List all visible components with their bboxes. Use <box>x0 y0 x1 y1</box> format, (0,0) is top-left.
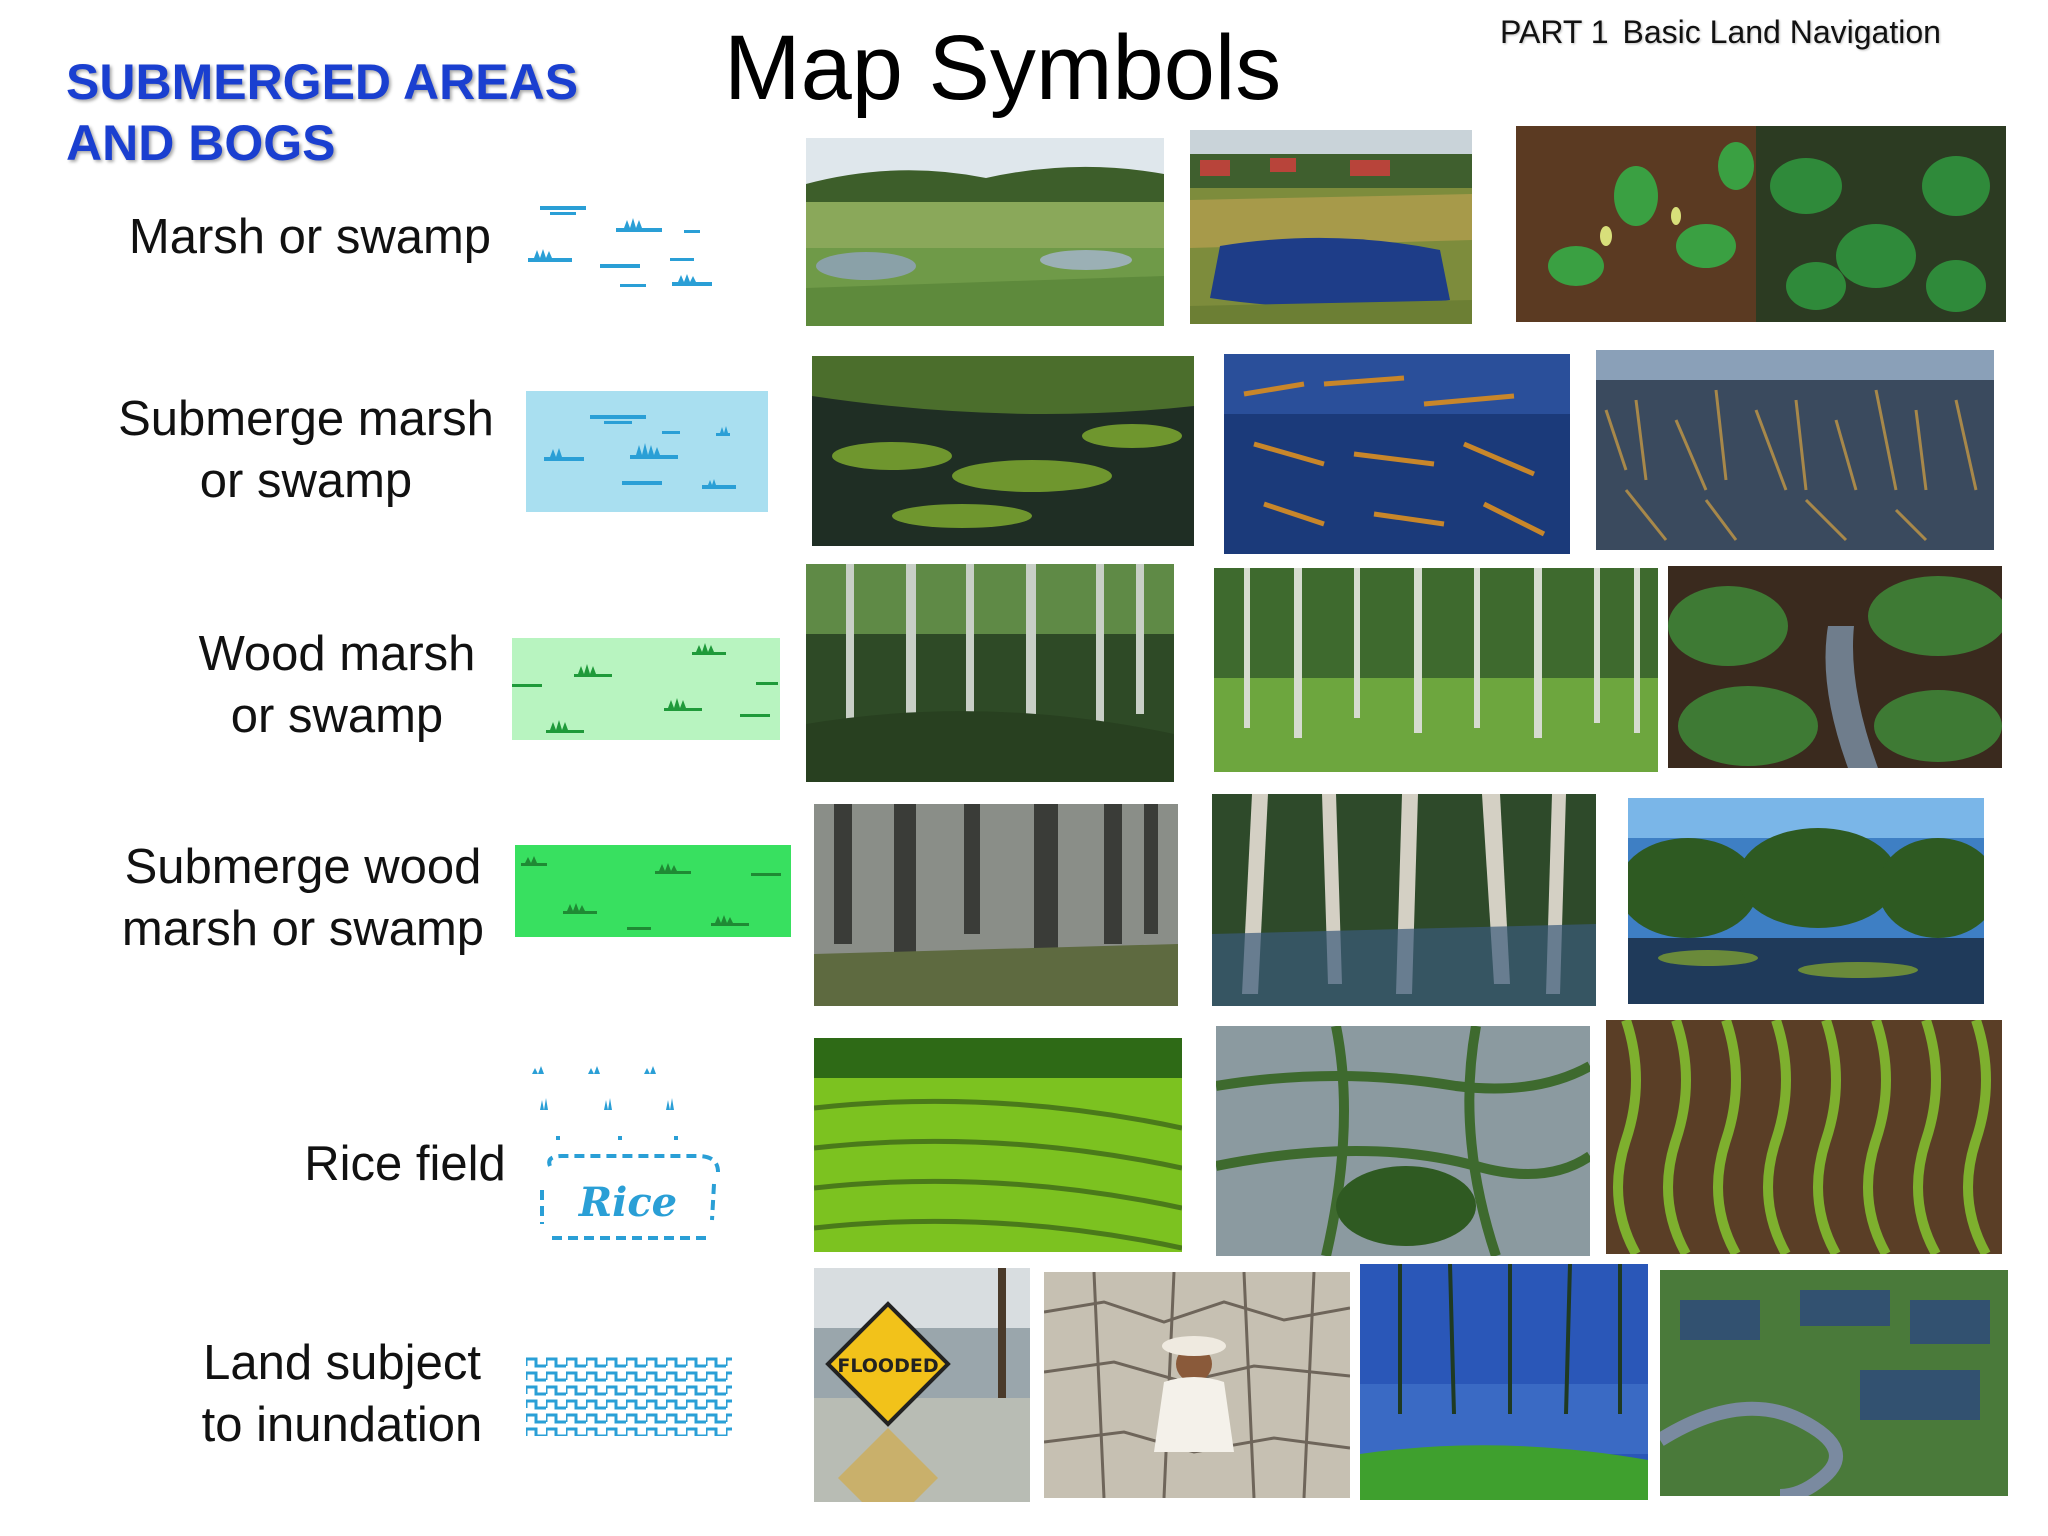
submerged-wooded-marsh-photo-3 <box>1628 798 1984 1004</box>
marsh-pond-photo <box>1190 130 1472 324</box>
row-label-inundation: Land subject to inundation <box>170 1332 514 1456</box>
section-title-line-1: SUBMERGED AREAS <box>66 54 579 110</box>
wooded-marsh-photo-1 <box>806 564 1174 782</box>
flooded-sign-photo: FLOODED <box>814 1268 1030 1502</box>
dry-cracked-earth-photo <box>1044 1272 1350 1498</box>
section-title: SUBMERGED AREAS AND BOGS <box>66 52 626 174</box>
submerged-marsh-photo-3 <box>1596 350 1994 550</box>
submerged-wooded-marsh-symbol <box>515 845 791 937</box>
marsh-swamp-symbol <box>524 200 734 296</box>
rice-field-symbol: Rice <box>528 1064 738 1252</box>
flooded-sign-text: FLOODED <box>837 1355 938 1377</box>
wooded-marsh-photo-2 <box>1214 568 1658 772</box>
section-title-line-2: AND BOGS <box>66 115 336 171</box>
submerged-wooded-marsh-photo-1 <box>814 804 1178 1006</box>
submerged-marsh-symbol <box>526 391 768 512</box>
row-label-submerged-marsh: Submerge marsh or swamp <box>100 388 512 512</box>
row-label-line: Submerge wood <box>124 840 482 894</box>
rice-terrace-photo <box>814 1038 1182 1252</box>
rice-symbol-text: Rice <box>578 1179 677 1226</box>
wooded-marsh-symbol <box>512 638 780 740</box>
part-label: PART 1 <box>1500 14 1609 50</box>
row-label-line: marsh or swamp <box>121 902 485 956</box>
skunk-cabbage-photo <box>1516 126 2006 322</box>
course-header: PART 1 Basic Land Navigation <box>1500 14 1941 51</box>
course-title: Basic Land Navigation <box>1622 14 1941 50</box>
row-label-submerged-wooded-marsh: Submerge wood marsh or swamp <box>100 836 506 960</box>
wooded-marsh-photo-3 <box>1668 566 2002 768</box>
inundation-symbol <box>526 1356 732 1436</box>
row-label-marsh: Marsh or swamp <box>110 206 510 268</box>
submerged-marsh-photo-1 <box>812 356 1194 546</box>
flooded-trees-photo <box>1360 1264 1648 1500</box>
row-label-line: or swamp <box>230 689 444 743</box>
submerged-wooded-marsh-photo-2 <box>1212 794 1596 1006</box>
row-label-line: to inundation <box>201 1398 483 1452</box>
flooded-river-aerial-photo <box>1660 1270 2008 1496</box>
rice-rows-photo <box>1606 1020 2002 1254</box>
row-label-line: Submerge marsh <box>118 392 494 446</box>
row-label-line: Land subject <box>203 1336 481 1390</box>
row-label-rice-field: Rice field <box>270 1133 540 1195</box>
row-label-line: Marsh or swamp <box>128 210 492 264</box>
row-label-line: or swamp <box>199 454 413 508</box>
rice-paddy-aerial-photo <box>1216 1026 1590 1256</box>
row-label-wooded-marsh: Wood marsh or swamp <box>150 623 524 747</box>
submerged-marsh-photo-2 <box>1224 354 1570 554</box>
page-title: Map Symbols <box>724 17 1282 119</box>
row-label-line: Wood marsh <box>198 627 476 681</box>
row-label-line: Rice field <box>304 1137 506 1191</box>
marsh-field-photo <box>806 138 1164 326</box>
